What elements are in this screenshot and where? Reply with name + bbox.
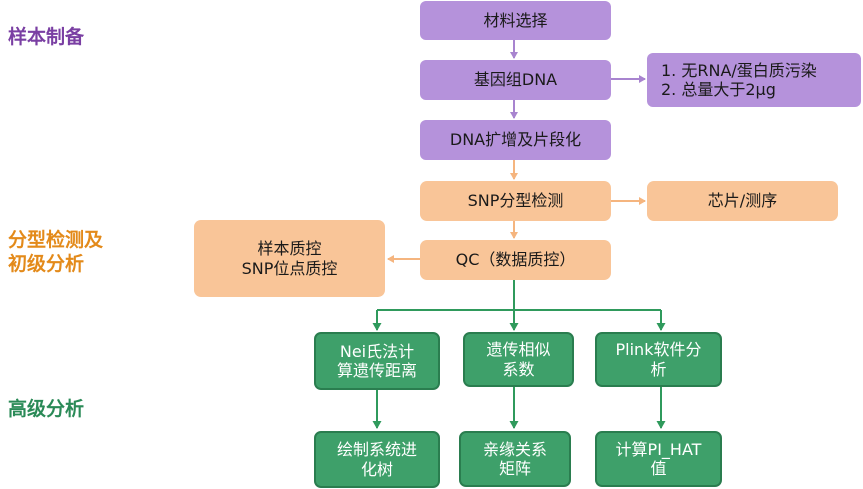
section-label-advanced: 高级分析 xyxy=(8,398,85,420)
node-pi-hat: 计算PI_HAT 值 xyxy=(595,431,722,487)
node-qc: QC（数据质控） xyxy=(420,240,611,280)
section-label-genotyping: 分型检测及 初级分析 xyxy=(8,229,104,275)
node-dna-requirements: 1. 无RNA/蛋白质污染 2. 总量大于2μg xyxy=(647,53,861,107)
node-kinship-matrix: 亲缘关系 矩阵 xyxy=(459,431,571,487)
node-plink-analysis: Plink软件分 析 xyxy=(595,332,722,387)
node-genomic-dna: 基因组DNA xyxy=(420,60,611,100)
node-qc-detail: 样本质控 SNP位点质控 xyxy=(194,220,385,297)
node-genetic-similarity: 遗传相似 系数 xyxy=(463,332,574,387)
node-chip-sequencing: 芯片/测序 xyxy=(647,181,838,221)
section-label-sample-prep: 样本制备 xyxy=(8,26,85,48)
node-snp-genotyping: SNP分型检测 xyxy=(420,181,611,221)
node-dna-amplification: DNA扩增及片段化 xyxy=(420,120,611,160)
node-phylogenetic-tree: 绘制系统进 化树 xyxy=(314,431,440,488)
node-material-selection: 材料选择 xyxy=(420,1,611,40)
node-nei-distance: Nei氏法计 算遗传距离 xyxy=(314,332,440,390)
